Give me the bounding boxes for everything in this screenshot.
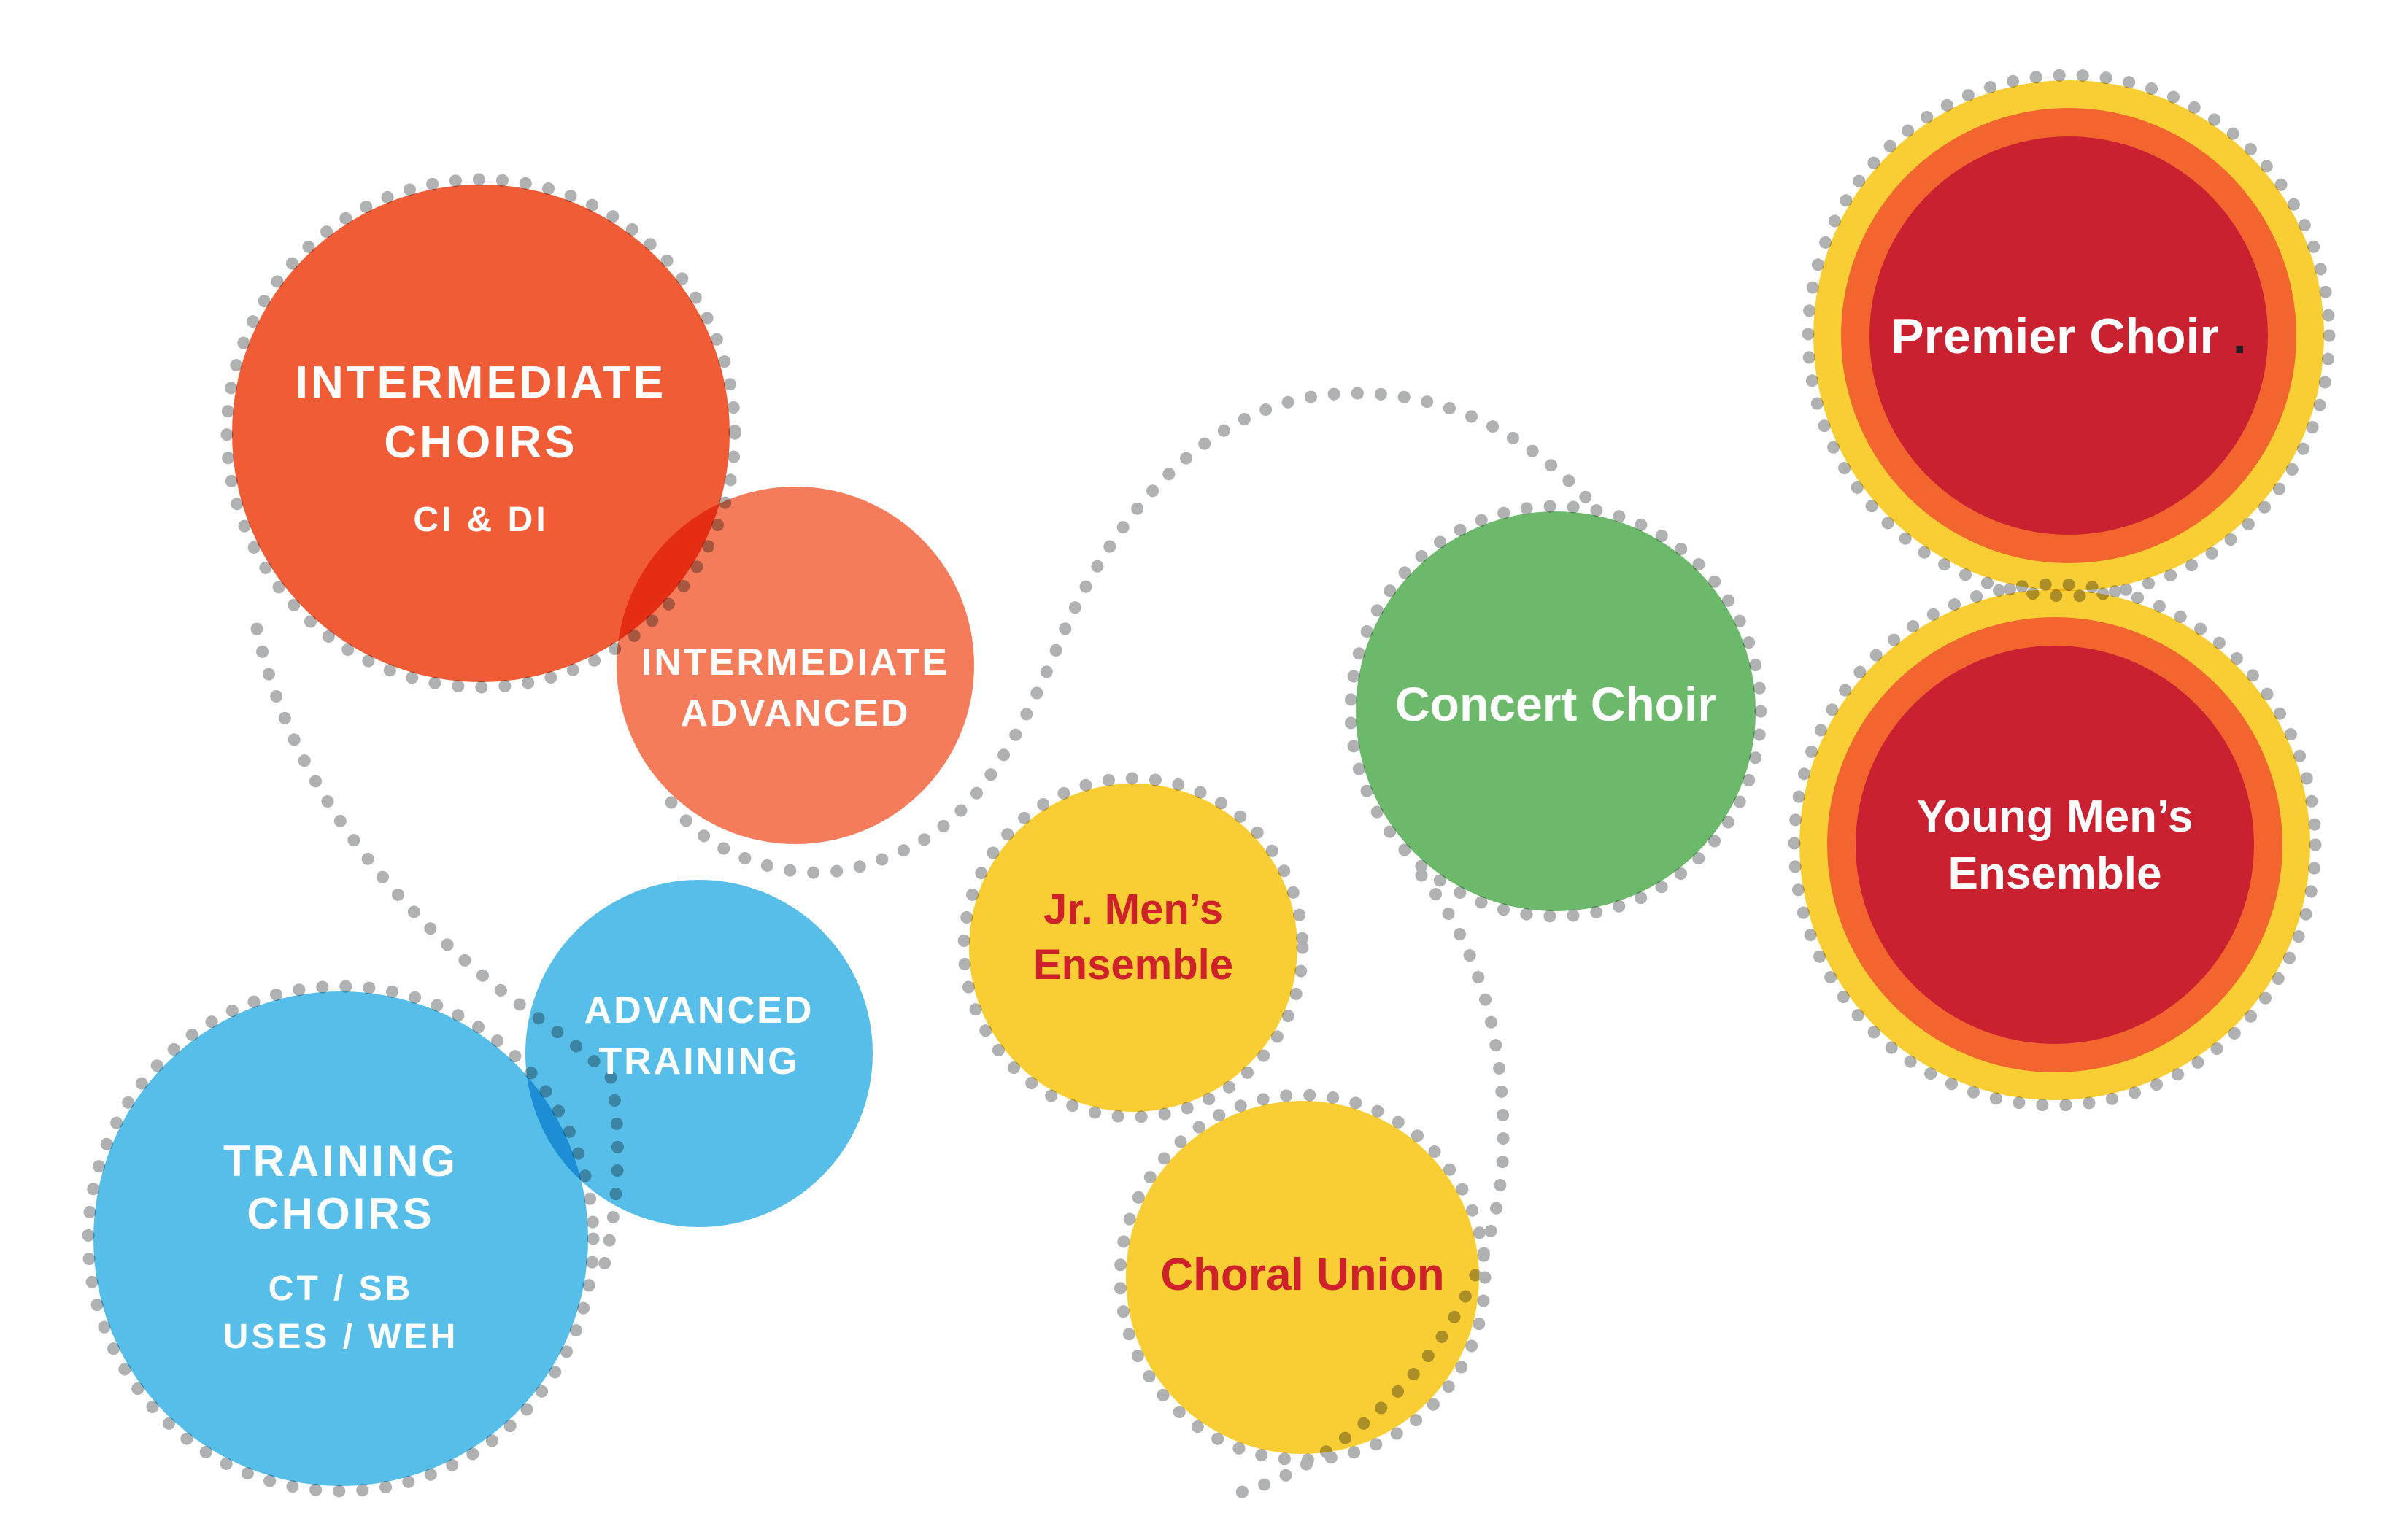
advanced-training-label: ADVANCED TRAINING <box>584 989 814 1083</box>
intermediate-advanced-label: INTERMEDIATE ADVANCED <box>641 641 949 735</box>
choral-union-label: Choral Union <box>1160 1250 1444 1300</box>
jr-mens-line2: Ensemble <box>1033 941 1233 989</box>
dotted-connector-down-right <box>1228 869 1510 1501</box>
circle-training-choirs <box>93 991 588 1486</box>
intermediate-choirs-line1: INTERMEDIATE <box>296 357 666 408</box>
dotted-ring-concert-choir <box>1344 500 1767 923</box>
advanced-training-line1: ADVANCED <box>584 989 814 1032</box>
circle-choral-union <box>1126 1101 1479 1454</box>
training-choirs-line2: CHOIRS <box>247 1189 434 1238</box>
dotted-ring-training-choirs <box>82 980 600 1498</box>
circle-young-mens-ensemble <box>1799 589 2310 1100</box>
training-choirs-shape <box>93 991 588 1486</box>
jr-mens-line1: Jr. Men’s <box>1043 886 1223 933</box>
young-mens-core <box>1856 646 2254 1044</box>
dotted-connector-center-arc <box>665 387 1606 879</box>
dotted-ring-intermediate-choirs <box>220 173 741 694</box>
concert-choir-label: Concert Choir <box>1395 677 1716 731</box>
advanced-training-line2: TRAINING <box>598 1040 799 1083</box>
concert-choir-text: Concert Choir <box>1395 677 1716 731</box>
choral-union-shape <box>1126 1101 1479 1454</box>
dotted-ring-jr-mens <box>957 772 1309 1123</box>
circle-premier-choir <box>1813 80 2324 591</box>
intermediate-choirs-label: INTERMEDIATE CHOIRS CI & DI <box>296 357 666 539</box>
premier-choir-text: Premier Choir . <box>1891 309 2247 364</box>
training-choirs-line1: TRAINING <box>223 1137 458 1185</box>
intermediate-advanced-line1: INTERMEDIATE <box>641 641 949 684</box>
intermediate-advanced-shape <box>617 487 974 844</box>
dotted-connector-left-descent <box>250 622 624 1289</box>
circle-concert-choir <box>1356 511 1756 911</box>
young-mens-ensemble-label: Young Men’s Ensemble <box>1917 792 2193 899</box>
dotted-ring-premier-choir <box>1802 69 2336 603</box>
intermediate-choirs-line2: CHOIRS <box>384 417 577 468</box>
circle-advanced-training <box>525 880 873 1227</box>
jr-mens-ensemble-shape <box>969 784 1297 1112</box>
intermediate-choirs-sublabel: CI & DI <box>413 500 548 539</box>
dotted-ring-young-mens <box>1788 578 2322 1112</box>
training-choirs-label: TRAINING CHOIRS CT / SB USES / WEH <box>223 1137 459 1356</box>
young-mens-line2: Ensemble <box>1948 848 2162 899</box>
premier-choir-period: . <box>2233 309 2247 364</box>
label-layer: INTERMEDIATE CHOIRS CI & DI INTERMEDIATE… <box>223 309 2247 1356</box>
intermediate-choirs-shape <box>232 185 730 682</box>
circle-jr-mens-ensemble <box>969 784 1297 1112</box>
jr-mens-ensemble-label: Jr. Men’s Ensemble <box>1033 886 1233 989</box>
training-choirs-sub1: CT / SB <box>269 1269 414 1308</box>
advanced-training-shape <box>525 880 873 1227</box>
circle-intermediate-choirs <box>232 185 730 682</box>
circle-intermediate-advanced <box>617 487 974 844</box>
training-choirs-sub2: USES / WEH <box>223 1318 459 1356</box>
progression-dotted-path <box>82 69 2336 1501</box>
choral-union-text: Choral Union <box>1160 1250 1444 1300</box>
concert-choir-shape <box>1356 511 1756 911</box>
intermediate-advanced-line2: ADVANCED <box>681 692 911 735</box>
premier-choir-text-main: Premier Choir <box>1891 309 2219 364</box>
premier-choir-core <box>1869 136 2268 535</box>
premier-choir-label: Premier Choir . <box>1891 309 2247 364</box>
young-mens-line1: Young Men’s <box>1917 792 2193 842</box>
circle-layer <box>93 80 2324 1486</box>
